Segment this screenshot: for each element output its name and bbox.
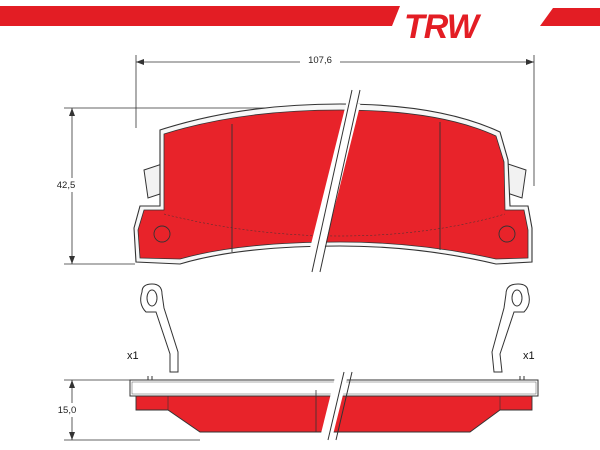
- side-break-gap: [320, 373, 348, 439]
- header-red-bar: [0, 6, 400, 26]
- break-gap: [305, 100, 361, 270]
- pad-side-view: [129, 371, 539, 441]
- left-clip-qty: x1: [127, 350, 139, 362]
- width-label: 107,6: [308, 55, 332, 66]
- width-label-bg: [300, 53, 340, 67]
- header-right-accent: [540, 8, 600, 26]
- trw-logo: TRW: [404, 8, 482, 46]
- left-clip-spring: [140, 283, 179, 386]
- thickness-label: 15,0: [58, 405, 77, 416]
- break-line-2: [319, 89, 361, 273]
- pad-inner-line: [163, 213, 506, 237]
- thickness-label-bg: [56, 403, 78, 417]
- side-break-line-1: [327, 371, 345, 441]
- break-line-1: [311, 89, 353, 273]
- height-label-bg: [54, 178, 78, 192]
- right-hole-icon: [498, 225, 516, 243]
- left-hole-icon: [153, 225, 171, 243]
- height-label: 42,5: [57, 180, 76, 191]
- side-break-line-2: [335, 371, 353, 441]
- right-clip-qty: x1: [523, 350, 535, 362]
- right-clip-spring: [491, 283, 530, 386]
- pad-top-view: [133, 89, 533, 273]
